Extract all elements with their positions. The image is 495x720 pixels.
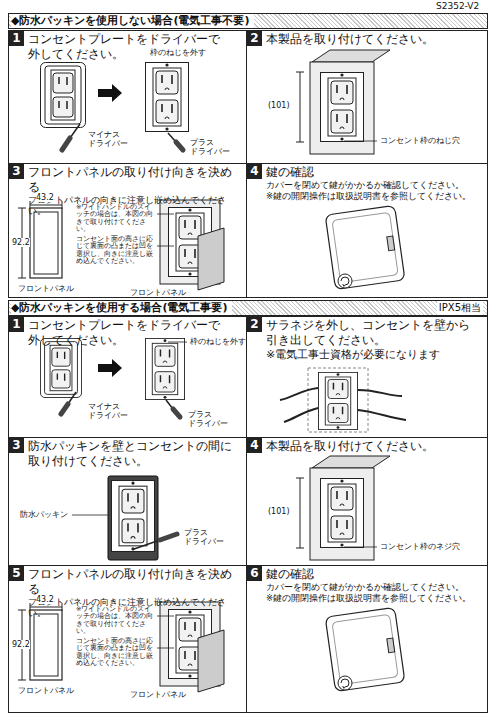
step-panel: 防水パッキンを壁とコンセントの間に 取り付けてください。 3: [8, 437, 247, 566]
text-column: 鍵の確認カバーを閉めて鍵がかかるか確認してください。※鍵の開閉操作は取扱説明書を…: [266, 165, 484, 201]
step-body: カバーを閉めて鍵がかかるか確認してください。: [266, 582, 484, 593]
step-title: コンセントプレートをドライバーで 外してください。: [28, 32, 243, 62]
step-title: フロントパネルの取り付け向きを決める: [28, 567, 243, 597]
part-label: 防水パッキン: [20, 510, 68, 519]
step-number-text: 4: [247, 438, 262, 453]
step-number: 1: [9, 317, 24, 332]
part-label: (101): [268, 101, 290, 110]
section-band: ◆防水パッキンを使用する場合(電気工事要) IPX5相当: [8, 300, 488, 316]
part-label: (101): [268, 507, 290, 516]
part-label: フロントパネル: [18, 686, 74, 695]
part-label: 枠のねじを外す: [150, 48, 206, 57]
step-body: ※電気工事士資格が必要になります: [266, 348, 484, 362]
part-label: コンセント面の高さに応じて裏面の凸または凹を選択し、向きに注意し嵌め込んでくださ…: [76, 236, 154, 266]
step-number: 4: [247, 438, 262, 453]
part-label: コンセント枠のねじ穴: [380, 136, 460, 145]
step-number: 2: [247, 31, 262, 46]
part-label: ※ワイドハンドルのスイッチの場合は、本図の向きで取り付けてください。: [76, 606, 154, 636]
step-title: フロントパネルの取り付け向きを決める: [28, 165, 243, 195]
text-column: 本製品を取り付けてください。: [266, 439, 484, 454]
step-title: 本製品を取り付けてください。: [266, 32, 484, 47]
text-column: 防水パッキンを壁とコンセントの間に 取り付けてください。: [28, 439, 243, 469]
part-label: ※ワイドハンドルのスイッチの場合は、本図の向きで取り付けてください。: [76, 204, 154, 234]
step-title: 防水パッキンを壁とコンセントの間に 取り付けてください。: [28, 439, 243, 469]
text-column: コンセントプレートをドライバーで 外してください。: [28, 32, 243, 62]
part-label: 枠のねじを外す: [190, 338, 246, 347]
step-number-text: 2: [247, 31, 262, 46]
step-number: 6: [247, 566, 262, 581]
text-column: 本製品を取り付けてください。: [266, 32, 484, 47]
step-title: 鍵の確認: [266, 165, 484, 180]
part-label: マイナス ドライバー: [88, 130, 128, 148]
step-number-text: 6: [247, 566, 262, 581]
part-label: フロントパネル: [18, 284, 74, 293]
text-column: サラネジを外し、コンセントを壁から 引き出してください。※電気工事士資格が必要に…: [266, 318, 484, 362]
step-title: 鍵の確認: [266, 567, 484, 582]
part-label: フロントパネル: [130, 690, 186, 699]
section-band: ◆防水パッキンを使用しない場合(電気工事不要): [8, 13, 488, 29]
part-label: 43.2: [36, 193, 54, 202]
part-label: 92.2: [12, 640, 30, 649]
step-panel: 鍵の確認カバーを閉めて鍵がかかるか確認してください。※鍵の開閉操作は取扱説明書を…: [246, 565, 488, 713]
step-number: 4: [247, 164, 262, 179]
part-label: フロントパネル: [130, 288, 186, 297]
part-label: コンセント面の高さに応じて裏面の凸または凹を選択し、向きに注意し嵌め込んでくださ…: [76, 638, 154, 668]
step-number-text: 1: [9, 317, 24, 332]
step-panel: 鍵の確認カバーを閉めて鍵がかかるか確認してください。※鍵の開閉操作は取扱説明書を…: [246, 163, 488, 298]
part-label: 43.2: [36, 595, 54, 604]
step-number-text: 1: [9, 31, 24, 46]
step-number: 1: [9, 31, 24, 46]
part-label: プラス ドライバー: [188, 410, 228, 428]
section-heading: ◆防水パッキンを使用する場合(電気工事要): [11, 301, 232, 315]
document-code: S2352-V2: [436, 1, 479, 11]
step-body: ※鍵の開閉操作は取扱説明書を参照してください。: [266, 593, 484, 604]
step-number: 3: [9, 164, 24, 179]
step-number: 3: [9, 438, 24, 453]
part-label: マイナス ドライバー: [88, 402, 128, 420]
step-title: サラネジを外し、コンセントを壁から 引き出してください。: [266, 318, 484, 348]
step-number-text: 3: [9, 164, 24, 179]
step-number-text: 3: [9, 438, 24, 453]
part-label: プラス ドライバー: [190, 138, 230, 156]
step-body: ※鍵の開閉操作は取扱説明書を参照してください。: [266, 191, 484, 202]
step-number: 2: [247, 317, 262, 332]
part-label: 92.2: [12, 238, 30, 247]
step-number-text: 5: [9, 566, 24, 581]
part-label: プラス ドライバー: [184, 528, 224, 546]
step-title: 本製品を取り付けてください。: [266, 439, 484, 454]
part-label: コンセント枠のネジ穴: [380, 542, 460, 551]
section-heading: ◆防水パッキンを使用しない場合(電気工事不要): [11, 14, 254, 28]
rating-text: IPX5相当: [437, 301, 483, 315]
step-number-text: 4: [247, 164, 262, 179]
step-panel: サラネジを外し、コンセントを壁から 引き出してください。※電気工事士資格が必要に…: [246, 316, 488, 438]
text-column: 鍵の確認カバーを閉めて鍵がかかるか確認してください。※鍵の開閉操作は取扱説明書を…: [266, 567, 484, 603]
step-number-text: 2: [247, 317, 262, 332]
step-number: 5: [9, 566, 24, 581]
step-body: カバーを閉めて鍵がかかるか確認してください。: [266, 180, 484, 191]
